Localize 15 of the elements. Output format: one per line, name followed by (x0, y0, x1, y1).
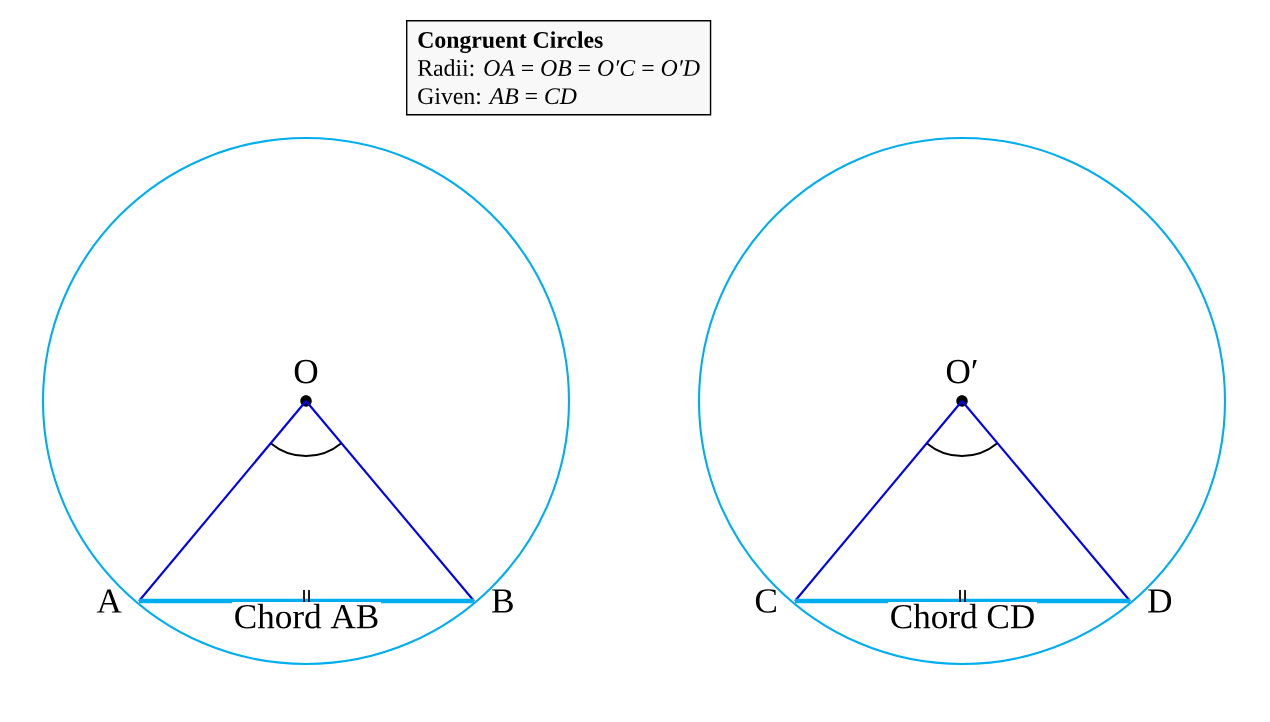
info-box: Congruent Circles Radii: OA = OB = O′C = O′D Given: AB = CD (406, 20, 712, 116)
point-label: O (294, 359, 318, 407)
point-label: C (755, 589, 776, 613)
line-segment (795, 598, 1130, 604)
point-label: B (492, 589, 513, 613)
line-segment (794, 400, 963, 602)
edge-label: Chord CD (888, 602, 1037, 631)
point-label: A (96, 589, 122, 613)
point-label: D (1148, 589, 1172, 613)
line-segment (138, 400, 307, 602)
line-segment (961, 400, 1131, 602)
line-segment (305, 400, 475, 602)
line-segment (139, 598, 474, 604)
edge-label: Chord AB (232, 602, 381, 631)
point-label: O′ (946, 359, 977, 407)
